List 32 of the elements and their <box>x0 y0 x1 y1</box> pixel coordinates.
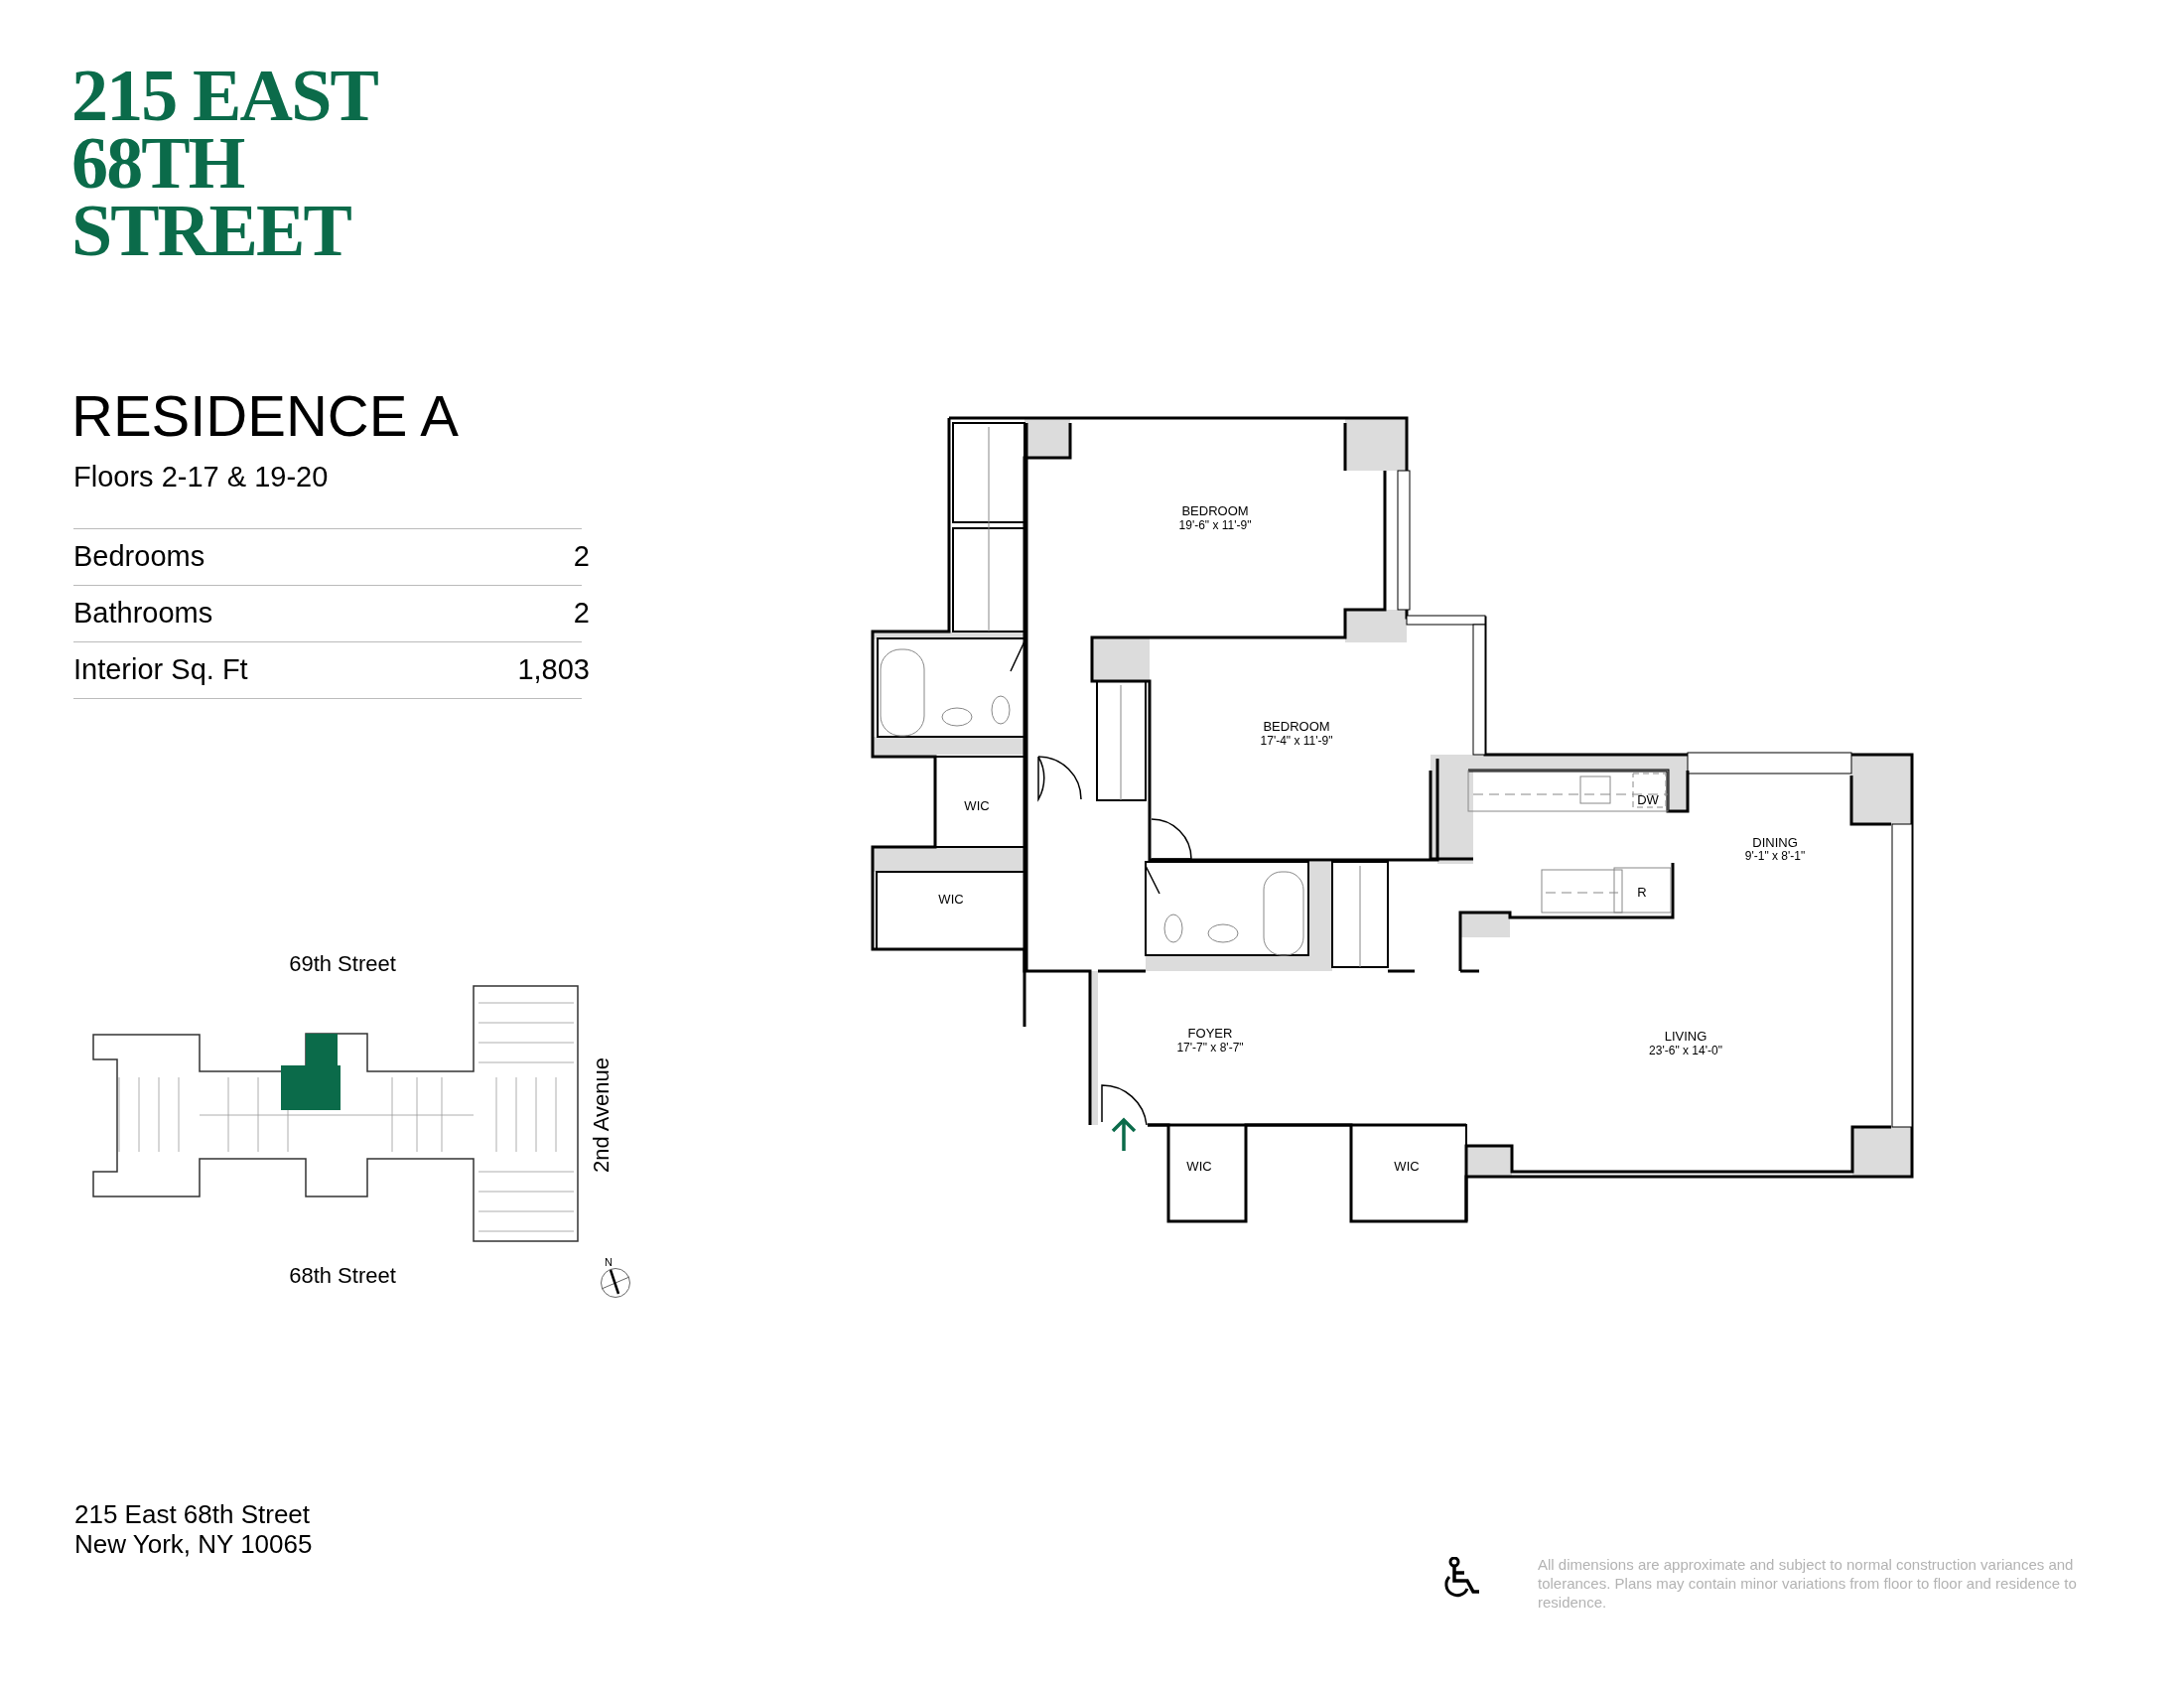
disclaimer-text: All dimensions are approximate and subject to normal construction variances and tolerances. Plans may contain minor variations from floor to floor and residence to residence. <box>1538 1555 2078 1612</box>
room-name: BEDROOM <box>1181 503 1249 517</box>
room-dimensions: 17'-7" x 8'-7" <box>1176 1042 1244 1054</box>
room-name: DINING <box>1752 835 1798 849</box>
floors-subtitle: Floors 2-17 & 19-20 <box>73 463 329 492</box>
spec-value: 2 <box>573 539 590 575</box>
address-line: New York, NY 10065 <box>74 1531 313 1557</box>
spec-name: Interior Sq. Ft <box>73 652 248 688</box>
street-label: 68th Street <box>289 1265 396 1287</box>
address-line: 215 East 68th Street <box>74 1501 311 1527</box>
room-dimensions: 9'-1" x 8'-1" <box>1744 850 1806 862</box>
appliance-label: R <box>1637 885 1647 899</box>
spec-name: Bedrooms <box>73 539 205 575</box>
room-name: WIC <box>1394 1159 1420 1173</box>
street-label: 2nd Avenue <box>591 1057 613 1173</box>
spec-name: Bathrooms <box>73 596 213 632</box>
building-name-heading: 215 EAST 68TH STREET <box>71 62 378 264</box>
room-name: WIC <box>1186 1159 1212 1173</box>
room-dimensions: 19'-6" x 11'-9" <box>1178 519 1252 531</box>
room-name: BEDROOM <box>1263 719 1330 733</box>
street-label: 69th Street <box>289 953 396 975</box>
room-name: WIC <box>964 798 990 812</box>
residence-heading: RESIDENCE A <box>71 387 459 445</box>
room-name: LIVING <box>1664 1029 1707 1043</box>
room-dimensions: 23'-6" x 14'-0" <box>1649 1045 1722 1056</box>
appliance-label: DW <box>1637 792 1659 806</box>
spec-value: 2 <box>573 596 590 632</box>
room-dimensions: 17'-4" x 11'-9" <box>1260 735 1333 747</box>
room-name: FOYER <box>1187 1026 1233 1040</box>
room-name: WIC <box>938 892 964 906</box>
spec-value: 1,803 <box>517 652 590 688</box>
compass-north-letter: N <box>605 1256 613 1268</box>
